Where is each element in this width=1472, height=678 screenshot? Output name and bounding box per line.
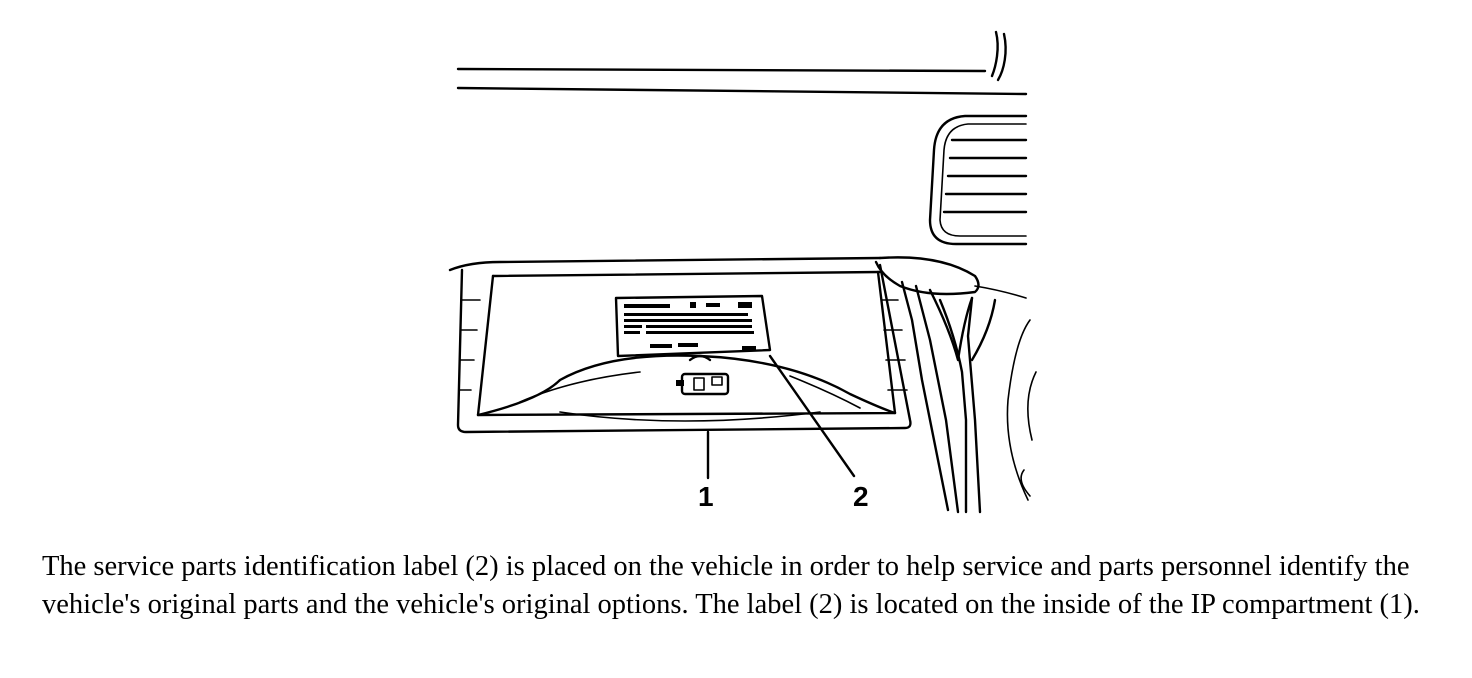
callout-number-2: 2	[853, 481, 869, 512]
callout-leaders	[706, 354, 856, 480]
service-parts-label	[614, 294, 772, 358]
leader-line-2	[768, 354, 856, 478]
air-vent	[928, 114, 1028, 246]
label-print-marks	[624, 302, 756, 350]
right-side-trim	[900, 280, 1037, 514]
windshield-lines	[456, 30, 1028, 96]
ip-compartment-door	[456, 263, 912, 434]
callout-number-1: 1	[698, 481, 714, 512]
caption-text: The service parts identification label (…	[42, 551, 1420, 620]
ip-compartment-illustration: 1 2	[448, 30, 1037, 514]
latch-handle	[676, 354, 730, 396]
dash-upper-edge	[448, 256, 1027, 299]
